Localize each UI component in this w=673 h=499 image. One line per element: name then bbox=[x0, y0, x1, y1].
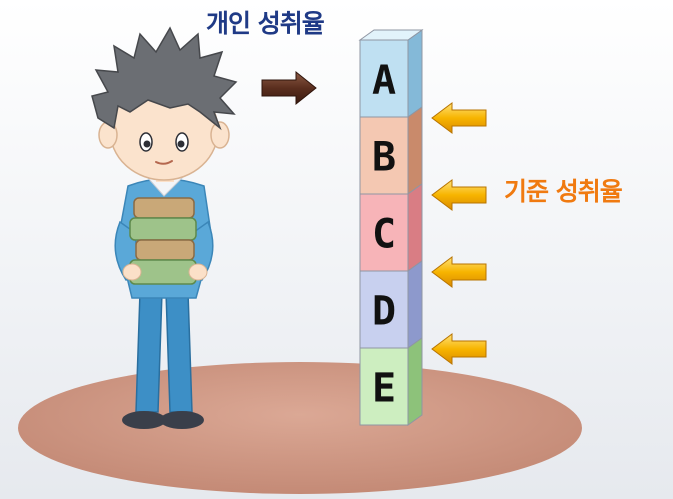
grade-block-e: E bbox=[359, 337, 423, 426]
standard-arrow-4 bbox=[431, 333, 487, 365]
personal-achievement-label: 개인 성취율 bbox=[206, 9, 325, 38]
standard-arrow-3 bbox=[431, 256, 487, 288]
standard-arrows bbox=[431, 102, 487, 365]
grade-block-d: D bbox=[359, 260, 423, 349]
grade-letter-a: A bbox=[372, 58, 396, 104]
grade-letter-c: C bbox=[372, 212, 396, 258]
boy-illustration bbox=[91, 26, 238, 429]
grade-block-a: A bbox=[358, 29, 424, 118]
personal-arrow bbox=[261, 70, 317, 106]
grade-block-c: C bbox=[359, 183, 423, 272]
standard-arrow-2 bbox=[431, 179, 487, 211]
grade-letter-e: E bbox=[372, 366, 396, 412]
grade-letter-b: B bbox=[372, 135, 396, 181]
standard-achievement-label: 기준 성취율 bbox=[504, 177, 623, 206]
grade-letter-d: D bbox=[372, 289, 396, 335]
floor-ellipse bbox=[18, 362, 582, 494]
standard-arrow-1 bbox=[431, 102, 487, 134]
grade-block-b: B bbox=[359, 106, 423, 195]
